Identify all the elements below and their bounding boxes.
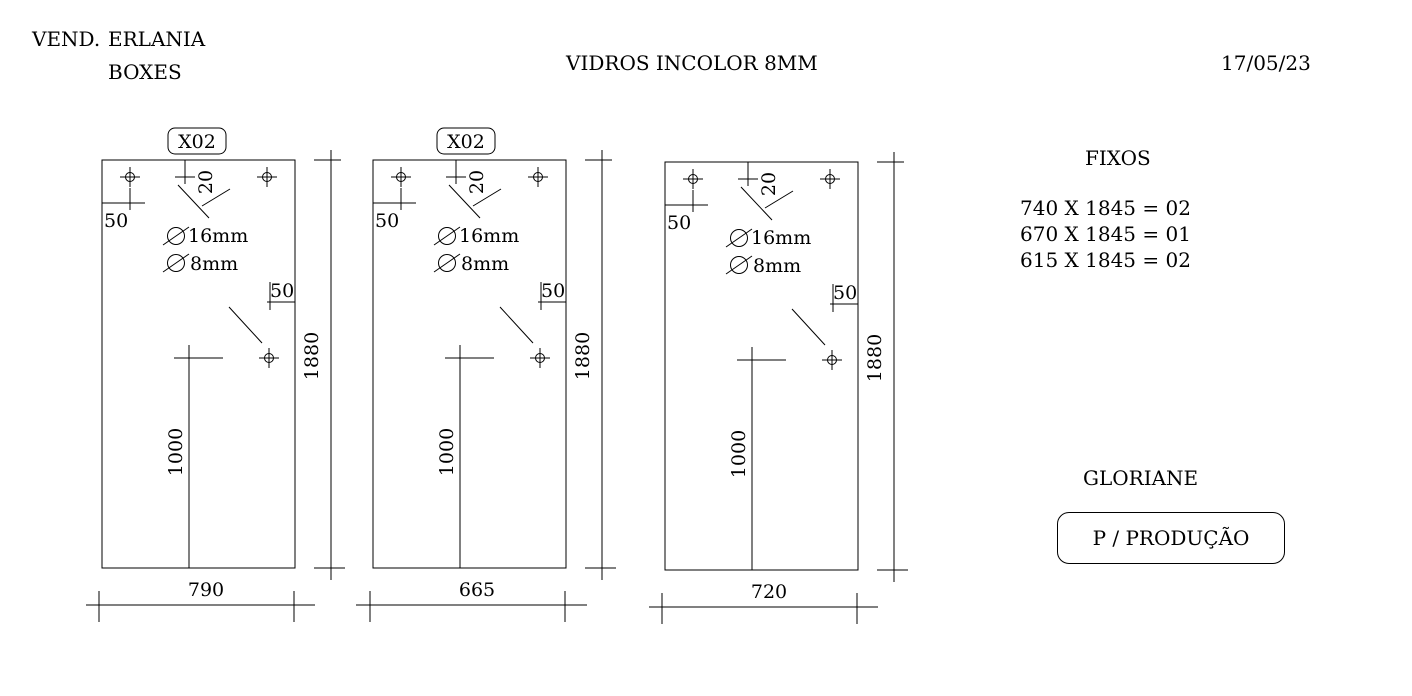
- hole-small-label: 8mm: [753, 255, 801, 277]
- leader-line: [764, 190, 794, 209]
- height-label: 1880: [301, 332, 323, 380]
- vend-label: VEND.: [32, 27, 101, 51]
- leader-line: [740, 186, 773, 221]
- glass-panel: X02 20 50 16mm 8mm 50 1000 790 1880: [86, 127, 345, 622]
- side-offset-label: 50: [667, 212, 691, 234]
- width-label: 790: [188, 579, 224, 601]
- fixos-item: 615 X 1845 = 02: [1020, 248, 1191, 272]
- panel-outline: [372, 159, 567, 569]
- leader-line: [472, 188, 502, 207]
- top-offset-label: 20: [195, 170, 217, 194]
- leader-line: [791, 308, 826, 346]
- width-label: 665: [459, 579, 495, 601]
- top-offset-label: 20: [466, 170, 488, 194]
- side-offset-label: 50: [104, 210, 128, 232]
- page-title: VIDROS INCOLOR 8MM: [566, 51, 818, 75]
- panel-outline: [101, 159, 296, 569]
- hole-large-label: 16mm: [751, 227, 811, 249]
- diameter-icon: [730, 229, 748, 247]
- leader-line: [201, 188, 231, 207]
- hole-large-label: 16mm: [188, 225, 248, 247]
- leader-line: [228, 306, 263, 344]
- panel-tag: X02: [447, 131, 485, 153]
- right-offset-label: 50: [833, 282, 857, 304]
- fixos-title: FIXOS: [1085, 146, 1151, 170]
- diameter-icon-slash: [725, 228, 753, 248]
- leader-line: [499, 306, 534, 344]
- leader-line: [448, 184, 481, 219]
- right-offset-label: 50: [541, 280, 565, 302]
- height-label: 1880: [864, 334, 886, 382]
- vendor-name: ERLANIA: [108, 27, 206, 51]
- leader-line: [177, 184, 210, 219]
- handle-height-label: 1000: [436, 428, 458, 476]
- diameter-icon-slash: [162, 253, 190, 273]
- fixos-item: 670 X 1845 = 01: [1020, 222, 1191, 246]
- client-name: GLORIANE: [1083, 466, 1199, 490]
- diameter-icon: [730, 256, 748, 274]
- diameter-icon-slash: [433, 226, 461, 246]
- diameter-icon-slash: [162, 226, 190, 246]
- diameter-icon-slash: [725, 255, 753, 275]
- diameter-icon: [438, 254, 456, 272]
- hole-small-label: 8mm: [461, 253, 509, 275]
- height-label: 1880: [572, 332, 594, 380]
- width-label: 720: [751, 581, 787, 603]
- diameter-icon: [167, 254, 185, 272]
- diameter-icon: [438, 227, 456, 245]
- handle-height-label: 1000: [728, 430, 750, 478]
- top-offset-label: 20: [758, 172, 780, 196]
- right-offset-label: 50: [270, 280, 294, 302]
- production-stamp: P / PRODUÇÃO: [1057, 512, 1285, 564]
- production-stamp-label: P / PRODUÇÃO: [1092, 526, 1250, 550]
- fixos-item: 740 X 1845 = 02: [1020, 196, 1191, 220]
- hole-small-label: 8mm: [190, 253, 238, 275]
- glass-panel: X02 20 50 16mm 8mm 50 1000 665 1880: [356, 127, 616, 622]
- handle-height-label: 1000: [165, 428, 187, 476]
- diameter-icon: [167, 227, 185, 245]
- glass-panel: 20 50 16mm 8mm 50 1000 720 1880: [649, 152, 908, 624]
- panel-tag-box: [436, 127, 496, 155]
- side-offset-label: 50: [375, 210, 399, 232]
- panel-tag-box: [167, 127, 227, 155]
- hole-large-label: 16mm: [459, 225, 519, 247]
- panel-outline: [664, 161, 859, 571]
- diameter-icon-slash: [433, 253, 461, 273]
- panel-tag: X02: [178, 131, 216, 153]
- product-category: BOXES: [108, 60, 182, 84]
- date: 17/05/23: [1221, 51, 1311, 75]
